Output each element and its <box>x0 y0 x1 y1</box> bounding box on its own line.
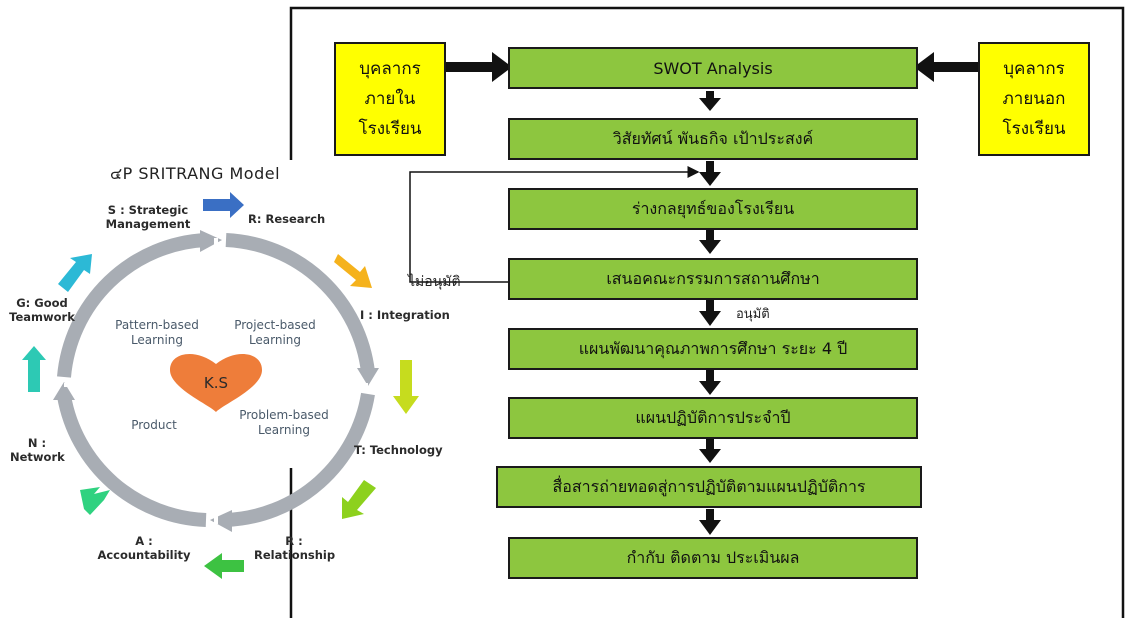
outer-arrow <box>58 254 92 292</box>
internal-line-1: บุคลากร <box>359 59 421 79</box>
external-line-2: ภายนอก <box>1002 89 1066 109</box>
down-arrow <box>699 438 721 463</box>
outer-arrow <box>393 360 419 414</box>
frame-line <box>289 6 1125 618</box>
outer-arrows <box>22 192 419 579</box>
step-monitor: กำกับ ติดตาม ประเมินผล <box>508 537 918 579</box>
stage-integration: I : Integration <box>360 308 450 322</box>
external-line-3: โรงเรียน <box>1002 119 1066 139</box>
down-arrow <box>699 161 721 186</box>
down-arrow <box>699 91 721 111</box>
step-propose-committee: เสนอคณะกรรมการสถานศึกษา <box>508 258 918 300</box>
external-personnel-box: บุคลากร ภายนอก โรงเรียน <box>978 42 1090 156</box>
down-arrow <box>699 230 721 254</box>
step-swot: SWOT Analysis <box>508 47 918 89</box>
outer-arrow <box>203 192 244 218</box>
external-line-1: บุคลากร <box>1003 59 1065 79</box>
stage-technology: T: Technology <box>354 443 443 457</box>
outer-arrow <box>204 553 244 579</box>
not-approved-label: ไม่อนุมัติ <box>408 274 461 290</box>
internal-line-2: ภายใน <box>364 89 416 109</box>
cycle-ring <box>57 233 375 527</box>
arrow-internal-to-swot <box>446 52 512 82</box>
quadrant-product: Product <box>131 418 177 432</box>
step-annual-plan: แผนปฏิบัติการประจำปี <box>508 397 918 439</box>
stage-teamwork: G: Good Teamwork <box>9 296 75 324</box>
down-arrow <box>699 509 721 535</box>
internal-personnel-box: บุคลากร ภายใน โรงเรียน <box>334 42 446 156</box>
stage-strategic: S : Strategic Management <box>105 203 191 231</box>
stage-relationship: R : Relationship <box>254 534 336 562</box>
model-title: ๔P SRITRANG Model <box>110 164 281 183</box>
quadrant-problem: Problem-based Learning <box>239 408 329 437</box>
heart-label: K.S <box>203 374 229 392</box>
down-arrow <box>699 300 721 326</box>
heart-shape <box>170 353 262 412</box>
step-draft-strategy: ร่างกลยุทธ์ของโรงเรียน <box>508 188 918 230</box>
outer-arrow <box>342 480 376 519</box>
outer-arrow <box>334 254 372 288</box>
stage-network: N : Network <box>10 436 65 464</box>
step-vision: วิสัยทัศน์ พันธกิจ เป้าประสงค์ <box>508 118 918 160</box>
down-arrow <box>699 370 721 395</box>
internal-line-3: โรงเรียน <box>358 119 422 139</box>
outer-arrow <box>80 487 110 515</box>
outer-arrow <box>22 346 46 392</box>
not-approved-loop <box>409 166 700 283</box>
quadrant-pattern: Pattern-based Learning <box>115 318 199 347</box>
quadrant-project: Project-based Learning <box>234 318 316 347</box>
stage-research: R: Research <box>248 212 326 226</box>
stage-accountability: A : Accountability <box>97 534 191 562</box>
down-arrows <box>699 91 721 535</box>
approved-label: อนุมัติ <box>736 307 770 322</box>
step-communicate: สื่อสารถ่ายทอดสู่การปฏิบัติตามแผนปฏิบัติ… <box>496 466 922 508</box>
cycle-ring-arrowheads <box>53 230 379 532</box>
step-4year-plan: แผนพัฒนาคุณภาพการศึกษา ระยะ 4 ปี <box>508 328 918 370</box>
arrow-external-to-swot <box>914 52 978 82</box>
